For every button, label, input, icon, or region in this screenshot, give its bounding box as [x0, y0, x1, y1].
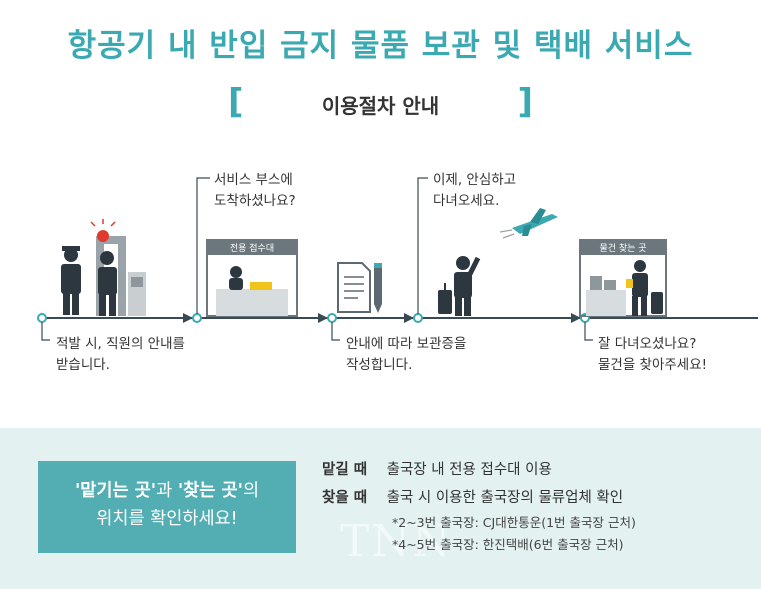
guard-head	[64, 248, 78, 262]
arrow-icon	[318, 313, 328, 323]
staff-head	[230, 266, 242, 278]
step-1-caption: 적발 시, 직원의 안내를 받습니다.	[56, 334, 185, 376]
counter	[216, 289, 288, 316]
connector	[331, 322, 340, 341]
step-3-caption: 안내에 따라 보관증을 작성합니다.	[346, 334, 466, 376]
pickup-booth-illustration: 물건 찾는 곳	[579, 239, 667, 317]
pickup-key: 찾을 때	[322, 490, 368, 506]
booth-sign-label: 전용 접수대	[230, 242, 274, 254]
security-check-illustration	[61, 219, 146, 316]
pickup-value: 출국 시 이용한 출국장의 물류업체 확인	[386, 490, 624, 506]
pickup-row: 찾을 때 출국 시 이용한 출국장의 물류업체 확인	[322, 484, 636, 512]
drop-off-row: 맡길 때 출국장 내 전용 접수대 이용	[322, 456, 636, 484]
location-info-panel: '맡기는 곳'과 '찾는 곳'의 위치를 확인하세요! TNN 맡길 때 출국장…	[0, 428, 761, 589]
drop-off-key: 맡길 때	[322, 462, 368, 478]
document-icon	[626, 279, 633, 288]
note-terminal-4-5: *4~5번 출국장: 한진택배(6번 출국장 근처)	[392, 537, 624, 552]
passenger-head	[100, 251, 114, 265]
step-3-line2: 작성합니다.	[346, 357, 413, 373]
badge-drop-label: '맡기는 곳'	[74, 481, 157, 501]
connector	[417, 177, 428, 314]
step-5-line1: 잘 다녀오셨나요?	[598, 336, 697, 352]
step-node	[413, 313, 423, 323]
subtitle: 이용절차 안내	[321, 94, 440, 118]
step-4-caption: 이제, 안심하고 다녀오세요.	[433, 170, 516, 212]
suitcase-icon	[438, 290, 452, 314]
package-icon	[604, 280, 616, 290]
step-node	[327, 313, 337, 323]
document-icon	[337, 262, 371, 313]
badge-pickup-label: '찾는 곳'	[177, 481, 243, 501]
customer-head	[634, 260, 646, 272]
alarm-icon	[97, 230, 109, 242]
suitcase-icon	[651, 292, 663, 314]
reception-booth-illustration: 전용 접수대	[206, 239, 298, 317]
form-writing-illustration	[337, 262, 382, 313]
connector	[41, 322, 50, 341]
counter	[586, 290, 626, 316]
subtitle-block: [ 이용절차 안내 ]	[228, 84, 533, 124]
connector	[196, 177, 210, 314]
step-2-line1: 서비스 부스에	[214, 172, 293, 188]
booth-sign	[580, 240, 666, 255]
step-node	[192, 313, 202, 323]
location-badge: '맡기는 곳'과 '찾는 곳'의 위치를 확인하세요!	[38, 461, 296, 553]
traveler-illustration	[438, 256, 481, 316]
drop-off-value: 출국장 내 전용 접수대 이용	[386, 462, 552, 478]
badge-connector: 과	[156, 481, 178, 501]
step-1-line2: 받습니다.	[56, 357, 110, 373]
arrow-icon	[404, 313, 414, 323]
location-details: 맡길 때 출국장 내 전용 접수대 이용 찾을 때 출국 시 이용한 출국장의 …	[322, 456, 636, 556]
badge-suffix: 의	[242, 481, 260, 501]
bracket-right: ]	[517, 82, 533, 122]
step-4-line1: 이제, 안심하고	[433, 172, 517, 188]
bracket-left: [	[228, 82, 244, 122]
airplane-icon	[499, 208, 558, 239]
page-title: 항공기 내 반입 금지 물품 보관 및 택배 서비스	[67, 28, 694, 64]
guard-body	[61, 264, 81, 294]
package-icon	[590, 276, 602, 290]
step-node	[37, 313, 47, 323]
document-icon	[250, 282, 272, 290]
arrow-icon	[571, 313, 581, 323]
booth-sign	[207, 240, 297, 255]
booth-sign-label: 물건 찾는 곳	[599, 243, 646, 254]
step-5-caption: 잘 다녀오셨나요? 물건을 찾아주세요!	[598, 334, 707, 376]
traveler-head	[456, 256, 470, 270]
step-3-line1: 안내에 따라 보관증을	[346, 336, 467, 352]
badge-line1: '맡기는 곳'과 '찾는 곳'의	[38, 477, 296, 505]
step-2-caption: 서비스 부스에 도착하셨나요?	[214, 170, 296, 212]
step-2-line2: 도착하셨나요?	[214, 193, 296, 209]
pencil-icon	[374, 268, 382, 304]
process-flow: 전용 접수대 물건 찾는 곳	[37, 177, 758, 341]
arrow-icon	[183, 313, 193, 323]
note-terminal-2-3: *2~3번 출국장: CJ대한통운(1번 출국장 근처)	[392, 515, 636, 530]
step-4-line2: 다녀오세요.	[433, 193, 500, 209]
watermark: TNN	[340, 516, 453, 567]
step-1-line1: 적발 시, 직원의 안내를	[56, 336, 185, 352]
step-5-line2: 물건을 찾아주세요!	[598, 357, 708, 373]
connector	[584, 322, 593, 341]
badge-line2: 위치를 확인하세요!	[96, 509, 238, 529]
